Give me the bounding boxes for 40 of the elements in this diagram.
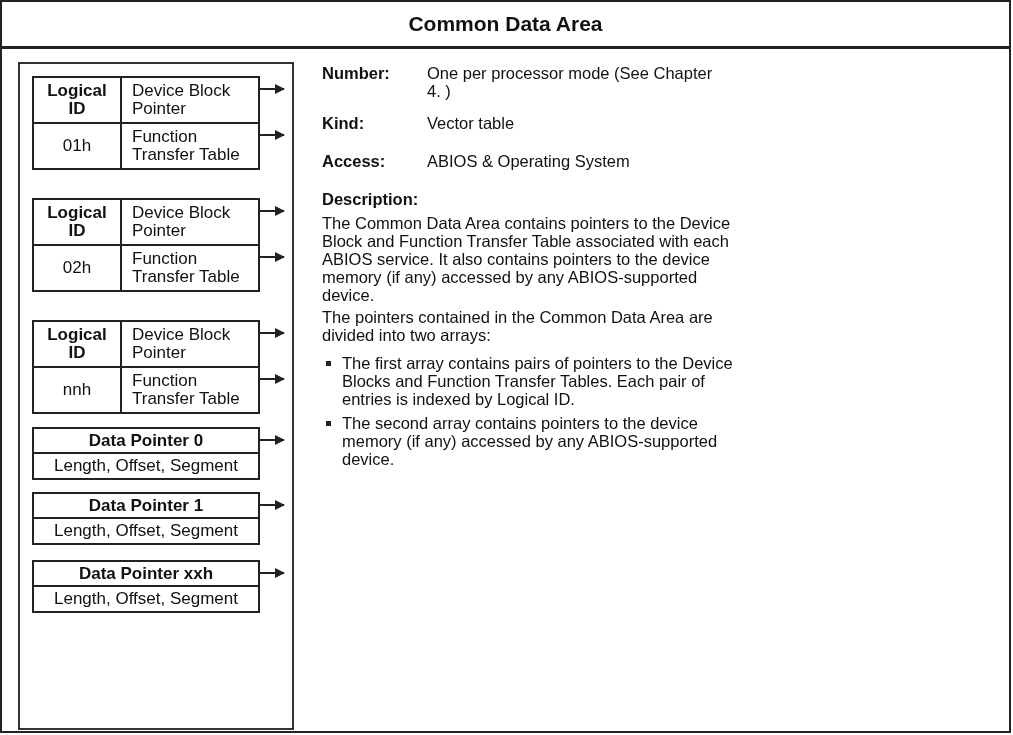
device-block-pointer: Device Block Pointer <box>120 76 260 124</box>
paragraph: The Common Data Area contains pointers to the Device Block and Function Transfer Table associated with each ABIOS service. It also contains pointers to the device memory (if any) accessed by any ABIOS-supported device. <box>322 214 732 304</box>
logical-id-value: 01h <box>32 122 122 170</box>
field-value: ABIOS & Operating System <box>427 152 631 170</box>
arrow <box>259 374 285 384</box>
data-pointer-fields: Length, Offset, Segment <box>32 452 260 480</box>
field-value: Vector table <box>427 114 516 132</box>
logical-id-value: nnh <box>32 366 122 414</box>
field-label: Access: <box>322 152 387 170</box>
data-pointer-header: Data Pointer 1 <box>32 492 260 519</box>
arrow <box>259 500 285 510</box>
function-transfer-table: Function Transfer Table <box>120 366 260 414</box>
arrow <box>259 130 285 140</box>
bullet-text: The second array contains pointers to the device memory (if any) accessed by any ABIOS-supported device. <box>342 414 719 468</box>
device-block-pointer: Device Block Pointer <box>120 198 260 246</box>
logical-id-header: Logical ID <box>32 198 122 246</box>
arrow <box>259 84 285 94</box>
function-transfer-table: Function Transfer Table <box>120 244 260 292</box>
device-block-pointer: Device Block Pointer <box>120 320 260 368</box>
field-label: Number: <box>322 64 391 82</box>
diagram-title: Common Data Area <box>408 12 603 36</box>
logical-id-header: Logical ID <box>32 76 122 124</box>
data-pointer-fields: Length, Offset, Segment <box>32 517 260 545</box>
logical-id-header: Logical ID <box>32 320 122 368</box>
function-transfer-table: Function Transfer Table <box>120 122 260 170</box>
field-value: One per processor mode (See Chapter 4. ) <box>427 64 714 100</box>
arrow <box>259 206 285 216</box>
paragraph: The pointers contained in the Common Data Area are divided into two arrays: <box>322 308 714 344</box>
arrow <box>259 435 285 445</box>
bullet-text: The first array contains pairs of pointers to the Device Blocks and Function Transfer Tables. Each pair of entries is indexed by Logical ID. <box>342 354 734 408</box>
arrow <box>259 252 285 262</box>
field-label: Kind: <box>322 114 366 132</box>
arrow <box>259 568 285 578</box>
section-heading: Description: <box>322 190 420 208</box>
arrow <box>259 328 285 338</box>
data-pointer-header: Data Pointer xxh <box>32 560 260 587</box>
data-pointer-fields: Length, Offset, Segment <box>32 585 260 613</box>
table-frame <box>18 62 294 730</box>
logical-id-value: 02h <box>32 244 122 292</box>
data-pointer-header: Data Pointer 0 <box>32 427 260 454</box>
